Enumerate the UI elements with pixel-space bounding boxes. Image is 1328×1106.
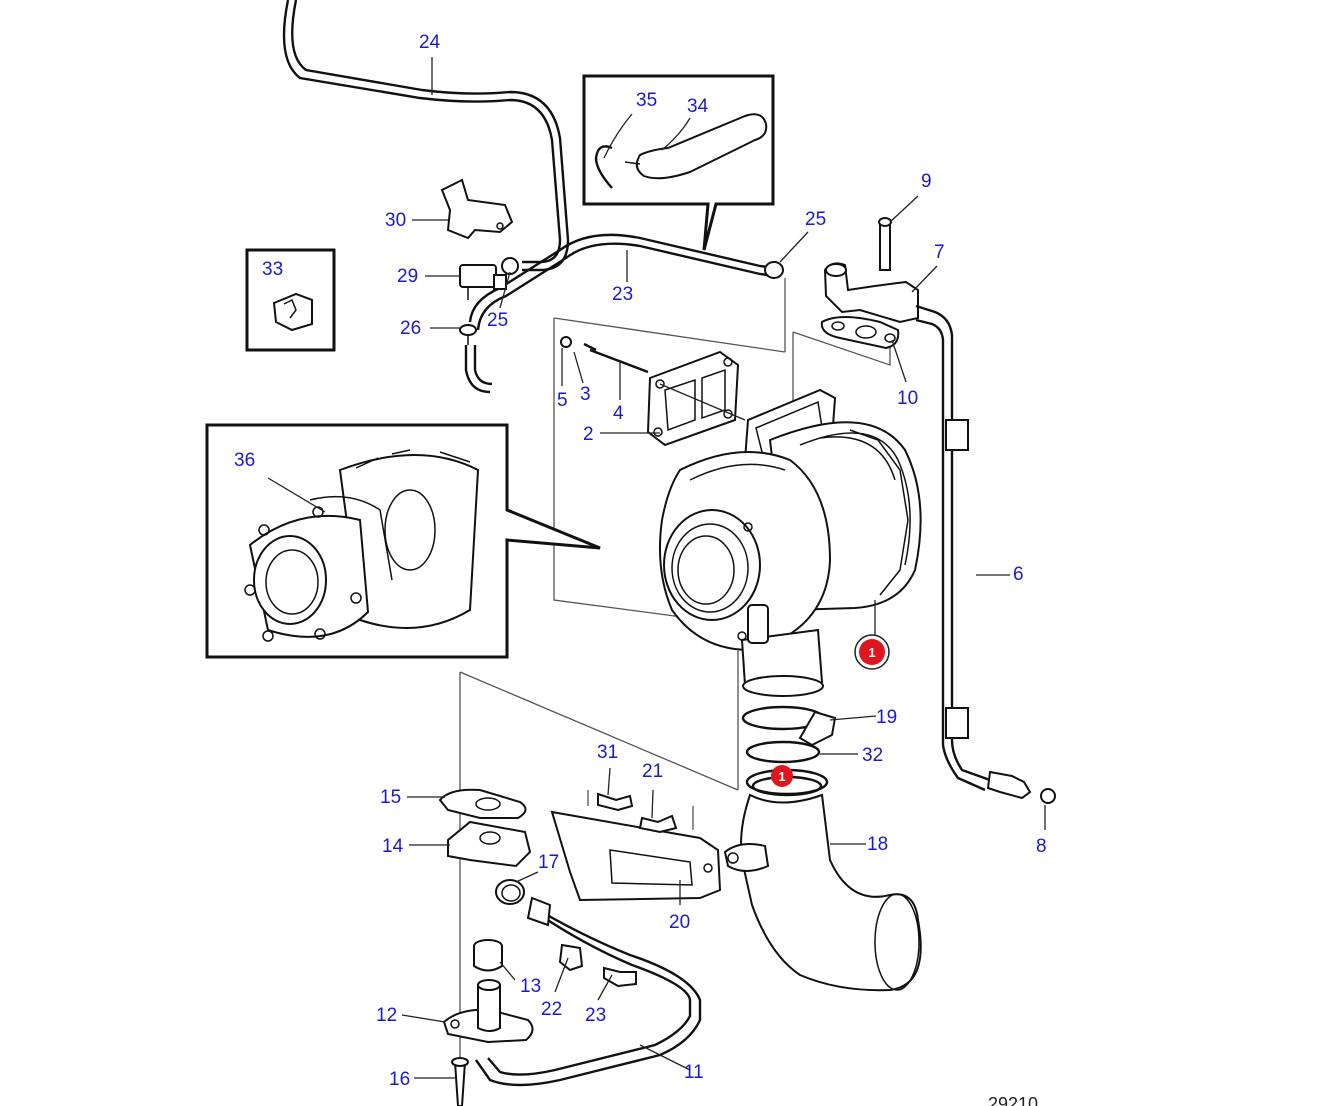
marker-1-turbo-label: 1 [868, 645, 875, 660]
marker-1-seal[interactable]: 1 [771, 765, 793, 787]
callout-8[interactable]: 8 [1036, 836, 1047, 857]
callout-29[interactable]: 29 [397, 266, 418, 287]
pipe-24-drawing [464, 233, 784, 394]
marker-1-seal-label: 1 [778, 769, 785, 784]
fitting-27-drawing [459, 324, 477, 345]
inset-34-35-frame [582, 74, 775, 251]
callout-10[interactable]: 10 [897, 388, 918, 409]
callout-9[interactable]: 9 [921, 171, 932, 192]
leader-lines [267, 57, 1046, 1079]
marker-1-turbo[interactable]: 1 [854, 634, 890, 670]
drawing-number: 29210 [988, 1094, 1038, 1106]
callout-31[interactable]: 31 [597, 742, 618, 763]
callout-20[interactable]: 20 [669, 912, 690, 933]
callout-26-upper[interactable]: 25 [805, 209, 826, 230]
callout-27[interactable]: 26 [400, 318, 421, 339]
callout-2[interactable]: 2 [583, 424, 594, 445]
callout-5[interactable]: 5 [557, 390, 568, 411]
valve-29-drawing [459, 257, 519, 300]
callout-11[interactable]: 11 [684, 1062, 704, 1083]
turbocharger-body-drawing [553, 278, 922, 697]
callout-15[interactable]: 15 [380, 787, 401, 808]
callout-7[interactable]: 7 [934, 242, 945, 263]
inset-33-frame [245, 248, 336, 352]
callout-12[interactable]: 12 [376, 1005, 397, 1026]
callout-13[interactable]: 13 [520, 976, 541, 997]
callout-25[interactable]: 24 [419, 32, 441, 53]
callout-18[interactable]: 18 [867, 834, 888, 855]
callout-30[interactable]: 30 [385, 210, 406, 231]
callout-33[interactable]: 33 [262, 259, 283, 280]
bracket-30-drawing [440, 178, 514, 240]
callout-6[interactable]: 6 [1013, 564, 1024, 585]
callout-26-lower[interactable]: 25 [487, 310, 508, 331]
callout-17[interactable]: 17 [538, 852, 559, 873]
callout-14[interactable]: 14 [382, 836, 404, 857]
lower-assembly-drawing [438, 650, 922, 1106]
callout-16[interactable]: 16 [389, 1069, 410, 1090]
inset-36-frame [205, 423, 601, 659]
callout-labels: 24 35 34 9 25 30 7 33 29 23 25 26 3 5 10… [234, 32, 1047, 1090]
callout-4[interactable]: 4 [613, 403, 624, 424]
callout-19[interactable]: 19 [876, 707, 897, 728]
flange-7-10-drawing [820, 217, 919, 350]
callout-24[interactable]: 23 [612, 284, 633, 305]
callout-3[interactable]: 3 [580, 384, 591, 405]
stud-3-4-5-drawing [560, 336, 746, 421]
callout-34[interactable]: 34 [687, 96, 709, 117]
callout-23[interactable]: 23 [585, 1005, 606, 1026]
callout-22[interactable]: 22 [541, 999, 562, 1020]
pipe-6-drawing [915, 304, 1056, 804]
callout-35[interactable]: 35 [636, 90, 657, 111]
callout-21[interactable]: 21 [642, 761, 663, 782]
callout-32[interactable]: 32 [862, 745, 883, 766]
callout-36[interactable]: 36 [234, 450, 255, 471]
